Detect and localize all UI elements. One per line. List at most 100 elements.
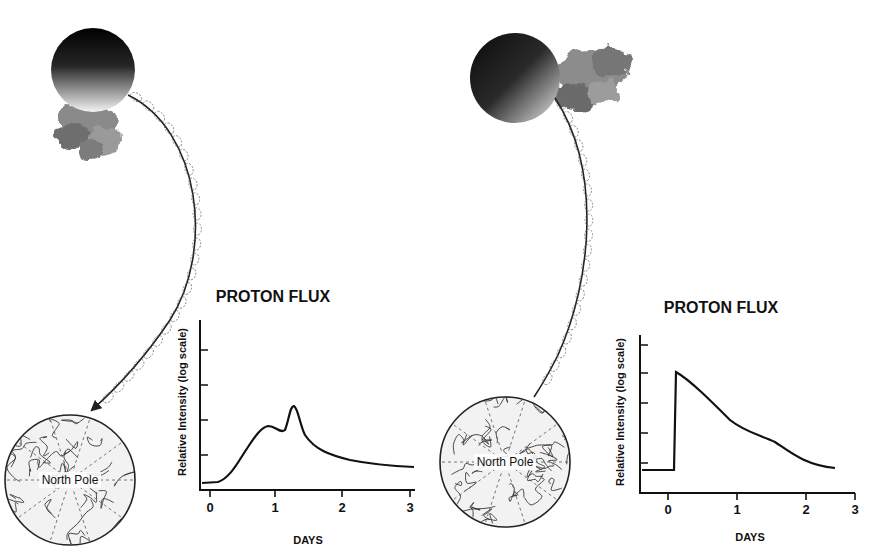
gyration-loop xyxy=(584,199,593,211)
gyration-loop xyxy=(182,282,194,296)
coastline xyxy=(31,447,51,463)
meridian xyxy=(50,491,67,542)
gyration-loop xyxy=(193,208,202,220)
gyration-loop xyxy=(571,303,582,317)
gyration-loop xyxy=(188,177,198,190)
gyration-loop xyxy=(562,110,574,124)
meridian xyxy=(80,441,124,473)
coastline xyxy=(10,494,24,502)
coastline xyxy=(453,435,472,455)
coastline xyxy=(509,483,524,497)
tick-label: 3 xyxy=(406,501,413,515)
coastline xyxy=(540,452,562,469)
gyration-loop xyxy=(568,124,580,138)
gyration-loop xyxy=(183,162,194,176)
earth-globe: North Pole xyxy=(439,396,571,528)
meridian xyxy=(17,441,61,473)
coastline xyxy=(479,426,492,446)
axis-label: DAYS xyxy=(735,531,765,543)
coastline xyxy=(463,502,481,511)
gyration-loop xyxy=(122,369,136,383)
coastline xyxy=(129,433,135,448)
tick-label: 1 xyxy=(733,503,740,517)
coastline xyxy=(4,505,8,524)
gyration-loop xyxy=(573,139,584,153)
gyration-loop xyxy=(176,295,188,309)
gyration-loop xyxy=(192,238,201,251)
coastline xyxy=(49,419,59,438)
coastline xyxy=(525,478,544,505)
flux-curve xyxy=(202,406,414,483)
gyration-loop xyxy=(191,192,201,205)
coastline xyxy=(13,525,29,537)
gyration-loop xyxy=(555,345,567,359)
earth-globe: North Pole xyxy=(4,414,136,546)
gyration-loop xyxy=(153,109,167,123)
gyration-loop xyxy=(583,184,592,197)
coastline xyxy=(482,509,492,520)
sun xyxy=(51,28,135,112)
gyration-loop xyxy=(112,380,126,394)
gyration-loop xyxy=(581,259,591,272)
gyration-loop xyxy=(584,229,593,241)
axis-label: DAYS xyxy=(293,534,323,546)
gyration-loop xyxy=(168,309,181,323)
gyration-loop xyxy=(548,359,561,373)
coastline xyxy=(36,414,63,415)
meridian xyxy=(50,417,67,468)
gyration-loop xyxy=(566,317,577,331)
gyration-loop xyxy=(541,372,554,386)
coastline xyxy=(455,481,462,505)
coastline xyxy=(482,419,491,447)
meridian xyxy=(485,473,502,524)
gyration-loop xyxy=(193,223,201,235)
coastline xyxy=(64,439,78,454)
gyration-loop xyxy=(171,134,184,148)
meridian xyxy=(452,469,496,501)
gyration-loop xyxy=(151,334,165,348)
globe-outline xyxy=(5,415,135,545)
region-label: North Pole xyxy=(39,472,102,488)
axis-label: Relative Intensity (log scale) xyxy=(614,338,626,486)
gyration-loop xyxy=(141,99,155,113)
tick-label: 2 xyxy=(338,501,345,515)
coastline xyxy=(496,427,510,443)
coastline xyxy=(542,442,564,457)
coastline xyxy=(464,472,476,491)
coastline xyxy=(81,492,97,508)
gyration-loop xyxy=(142,346,156,360)
tick-label: 0 xyxy=(206,501,213,515)
coastline xyxy=(87,437,102,446)
coastline xyxy=(549,478,562,490)
gyration-loop xyxy=(561,331,573,345)
meridian xyxy=(80,487,124,519)
meridian xyxy=(515,423,559,455)
meridian xyxy=(509,399,526,450)
coastline xyxy=(114,472,134,486)
tick-label: 2 xyxy=(802,503,809,517)
tick-label: 0 xyxy=(664,503,671,517)
gyration-loop xyxy=(581,168,591,181)
field-line xyxy=(534,98,587,397)
gyration-loop xyxy=(162,121,175,135)
gyration-loop xyxy=(575,288,586,301)
gyration-loop xyxy=(186,267,197,281)
coastline xyxy=(535,464,553,469)
gyration-loop xyxy=(178,148,190,162)
coastline xyxy=(69,530,85,544)
gyration-loop xyxy=(160,322,173,336)
gyration-loop xyxy=(578,274,588,287)
chart-title: PROTON FLUX xyxy=(664,299,778,317)
tick-label: 1 xyxy=(271,501,278,515)
axis-label: Relative Intensity (log scale) xyxy=(176,328,188,476)
coastline xyxy=(527,469,543,477)
meridian xyxy=(509,473,526,524)
meridian xyxy=(515,469,559,501)
gyration-loop xyxy=(583,244,592,257)
axis-ticks xyxy=(640,345,855,500)
coastline xyxy=(40,437,49,456)
chart-axes xyxy=(640,335,855,493)
region-label: North Pole xyxy=(474,454,537,470)
gyration-loop xyxy=(585,214,593,226)
